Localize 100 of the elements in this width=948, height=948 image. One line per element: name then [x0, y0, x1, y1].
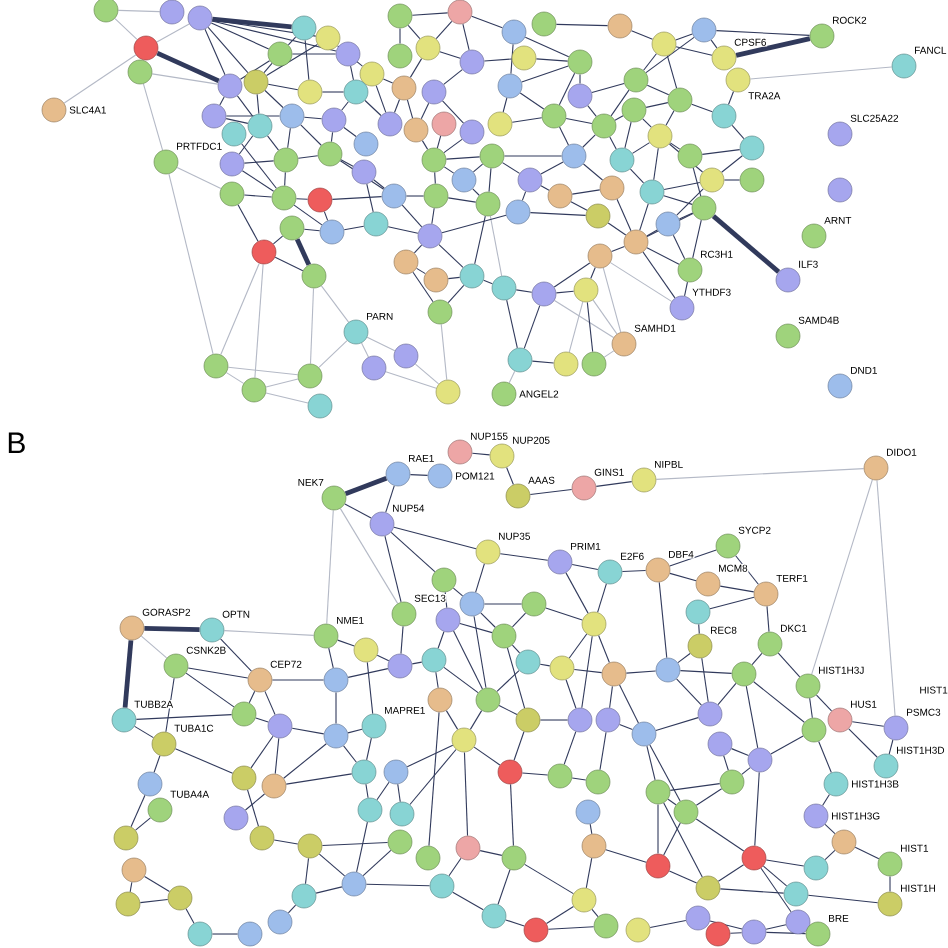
interaction-line — [483, 58, 513, 62]
interaction-line — [513, 731, 525, 761]
protein-node — [507, 347, 533, 373]
interaction-line — [568, 301, 584, 353]
interaction-line — [649, 919, 687, 929]
interaction-line — [339, 160, 385, 190]
protein-node — [243, 69, 269, 95]
protein-node — [323, 667, 349, 693]
interaction-line — [165, 677, 175, 733]
interaction-line — [63, 54, 137, 104]
protein-node — [353, 131, 379, 157]
interaction-line — [330, 131, 334, 143]
interaction-line — [135, 714, 233, 720]
interaction-line — [625, 670, 657, 674]
interaction-line — [376, 781, 390, 801]
interaction-line — [385, 371, 437, 389]
interaction-line — [271, 679, 325, 681]
interaction-line — [663, 195, 693, 205]
interaction-line — [851, 721, 885, 727]
protein-node — [655, 657, 681, 683]
interaction-line — [591, 908, 599, 918]
interaction-line — [848, 728, 878, 758]
protein-node — [547, 183, 573, 209]
interaction-line — [645, 102, 669, 108]
interaction-line — [488, 167, 492, 193]
interaction-line — [754, 771, 760, 847]
interaction-line — [676, 188, 704, 216]
protein-node — [115, 891, 141, 917]
interaction-line — [347, 668, 389, 678]
protein-node — [447, 0, 473, 25]
interaction-line — [553, 262, 591, 288]
protein-node — [389, 801, 415, 827]
interaction-line — [531, 360, 555, 364]
interaction-line — [114, 18, 138, 40]
interaction-line — [443, 69, 463, 85]
protein-node — [459, 591, 485, 617]
interaction-line — [645, 36, 695, 74]
interaction-line — [711, 214, 781, 274]
interaction-line — [266, 43, 318, 77]
interaction-line — [639, 203, 649, 231]
interaction-line — [309, 287, 315, 365]
interaction-line — [440, 323, 448, 381]
interaction-line — [151, 73, 219, 85]
interaction-line — [439, 51, 461, 59]
interaction-line — [156, 23, 190, 43]
interaction-line — [412, 271, 434, 303]
interaction-line — [211, 933, 239, 935]
interaction-line — [663, 822, 681, 856]
protein-node — [691, 195, 717, 221]
interaction-line — [603, 350, 615, 358]
interaction-line — [265, 392, 309, 404]
protein-node — [317, 141, 343, 167]
interaction-line — [225, 372, 245, 384]
interaction-line — [691, 103, 713, 113]
interaction-line — [238, 135, 254, 155]
interaction-line — [571, 777, 587, 781]
interaction-line — [438, 244, 464, 268]
interaction-line — [523, 305, 541, 349]
interaction-line — [421, 140, 429, 150]
interaction-line — [448, 857, 462, 877]
interaction-line — [304, 39, 310, 81]
interaction-line — [888, 739, 894, 755]
interaction-line — [287, 904, 297, 914]
interaction-line — [134, 725, 154, 739]
interaction-line — [393, 526, 477, 550]
interaction-line — [745, 685, 759, 749]
protein-node — [351, 159, 377, 185]
interaction-line — [765, 931, 807, 935]
interaction-line — [646, 229, 658, 237]
interaction-line — [339, 508, 399, 604]
interaction-line — [665, 110, 675, 126]
interaction-line — [663, 181, 701, 191]
interaction-line — [264, 690, 276, 716]
interaction-line — [723, 755, 729, 771]
interaction-line — [571, 189, 601, 195]
interaction-line — [204, 28, 226, 76]
interaction-line — [602, 267, 622, 333]
interaction-line — [243, 194, 273, 198]
protein-node — [261, 773, 287, 799]
interaction-line — [247, 789, 259, 827]
protein-node — [249, 825, 275, 851]
interaction-line — [590, 266, 596, 280]
interaction-line — [597, 583, 607, 613]
interaction-line — [397, 783, 401, 803]
interaction-line — [153, 755, 161, 773]
interaction-line — [241, 143, 277, 189]
protein-node — [801, 717, 827, 743]
protein-node — [621, 97, 647, 123]
interaction-line — [139, 898, 169, 904]
interaction-line — [709, 596, 755, 610]
interaction-line — [715, 30, 811, 36]
protein-node — [531, 281, 557, 307]
interaction-line — [619, 723, 633, 731]
interaction-line — [156, 50, 220, 84]
interaction-line — [409, 58, 423, 78]
interaction-line — [437, 631, 445, 649]
protein-node — [581, 833, 607, 859]
interaction-line — [519, 92, 545, 110]
protein-node — [587, 243, 613, 269]
protein-node — [381, 183, 407, 209]
